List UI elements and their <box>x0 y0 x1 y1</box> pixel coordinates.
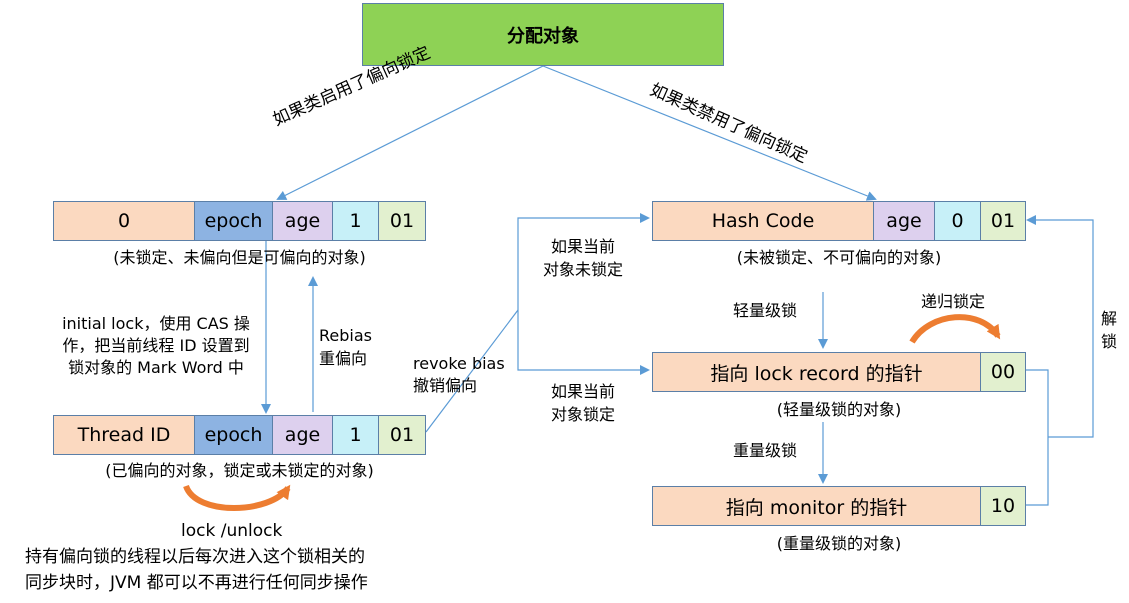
revoke-bias-label: revoke bias 撤销偏向 <box>413 353 505 397</box>
field-epoch: epoch <box>195 202 273 240</box>
locked-line-1: 如果当前 <box>550 382 615 401</box>
field-hash-code: Hash Code <box>653 202 874 240</box>
biased-note: 持有偏向锁的线程以后每次进入这个锁相关的 同步块时，JVM 都可以不再进行任何同… <box>25 544 368 596</box>
field-bias-bit: 1 <box>333 202 379 240</box>
unbiasable-mark-word: Hash Code age 0 01 <box>652 201 1026 241</box>
field-lock-bits: 01 <box>981 202 1025 240</box>
heavyweight-mark-word: 指向 monitor 的指针 10 <box>652 486 1026 526</box>
field-lock-bits: 10 <box>981 487 1025 525</box>
edge-unlock <box>1026 369 1049 506</box>
field-zero: 0 <box>54 202 195 240</box>
unlocked-line-1: 如果当前 <box>550 237 615 256</box>
unlock-label: 解 锁 <box>1098 307 1120 353</box>
field-epoch: epoch <box>195 416 273 454</box>
rebias-label: Rebias 重偏向 <box>319 324 372 370</box>
lock-unlock-label: lock /unlock <box>181 521 283 541</box>
field-age: age <box>273 416 333 454</box>
field-age: age <box>273 202 333 240</box>
field-bias-bit: 1 <box>333 416 379 454</box>
heavyweight-lock-label: 重量级锁 <box>733 441 798 460</box>
field-monitor-pointer: 指向 monitor 的指针 <box>653 487 981 525</box>
unlocked-condition-label: 如果当前 对象未锁定 <box>528 235 638 281</box>
initial-lock-line-2: 作，把当前线程 ID 设置到 <box>62 336 250 355</box>
rebias-line-2: 重偏向 <box>319 349 368 368</box>
allocate-object-node: 分配对象 <box>362 3 724 66</box>
initial-lock-label: initial lock，使用 CAS 操 作，把当前线程 ID 设置到 锁对象… <box>50 313 262 379</box>
edge-unlock-return <box>1026 215 1094 438</box>
edge-revoke-unlocked <box>517 213 650 310</box>
unlock-line-2: 锁 <box>1100 332 1117 351</box>
edge-revoke <box>425 309 519 433</box>
note-line-2: 同步块时，JVM 都可以不再进行任何同步操作 <box>25 573 368 593</box>
initial-lock-line-1: initial lock，使用 CAS 操 <box>62 314 250 333</box>
recursive-lock-arrow <box>909 314 1001 344</box>
edge-disabled-bias <box>542 65 877 201</box>
unlocked-line-2: 对象未锁定 <box>542 260 623 279</box>
lightweight-mark-word: 指向 lock record 的指针 00 <box>652 352 1026 392</box>
field-bias-bit: 0 <box>935 202 981 240</box>
biased-mark-word: Thread ID epoch age 1 01 <box>53 415 426 455</box>
edge-enabled-bias <box>276 65 544 200</box>
biasable-caption: (未锁定、未偏向但是可偏向的对象) <box>113 248 366 267</box>
lock-unlock-arrow <box>183 484 291 511</box>
biased-caption: (已偏向的对象，锁定或未锁定的对象) <box>105 461 374 480</box>
field-lock-record-pointer: 指向 lock record 的指针 <box>653 353 981 391</box>
rebias-line-1: Rebias <box>319 326 372 345</box>
field-lock-bits: 00 <box>981 353 1025 391</box>
revoke-line-2: 撤销偏向 <box>413 376 478 395</box>
unbiasable-caption: (未被锁定、不可偏向的对象) <box>736 248 942 267</box>
locked-condition-label: 如果当前 对象锁定 <box>528 380 638 426</box>
field-thread-id: Thread ID <box>54 416 195 454</box>
recursive-lock-label: 递归锁定 <box>921 292 986 311</box>
lightweight-lock-label: 轻量级锁 <box>733 301 798 320</box>
revoke-line-1: revoke bias <box>413 354 505 373</box>
locked-line-2: 对象锁定 <box>550 405 615 424</box>
initial-lock-line-3: 锁对象的 Mark Word 中 <box>68 358 244 377</box>
heavyweight-caption: (重量级锁的对象) <box>776 534 902 553</box>
field-age: age <box>874 202 935 240</box>
lightweight-caption: (轻量级锁的对象) <box>776 400 902 419</box>
field-lock-bits: 01 <box>379 202 425 240</box>
unlock-line-1: 解 <box>1100 309 1117 328</box>
biasable-mark-word: 0 epoch age 1 01 <box>53 201 426 241</box>
note-line-1: 持有偏向锁的线程以后每次进入这个锁相关的 <box>25 547 365 567</box>
field-lock-bits: 01 <box>379 416 425 454</box>
edge-revoke-locked <box>517 310 650 375</box>
